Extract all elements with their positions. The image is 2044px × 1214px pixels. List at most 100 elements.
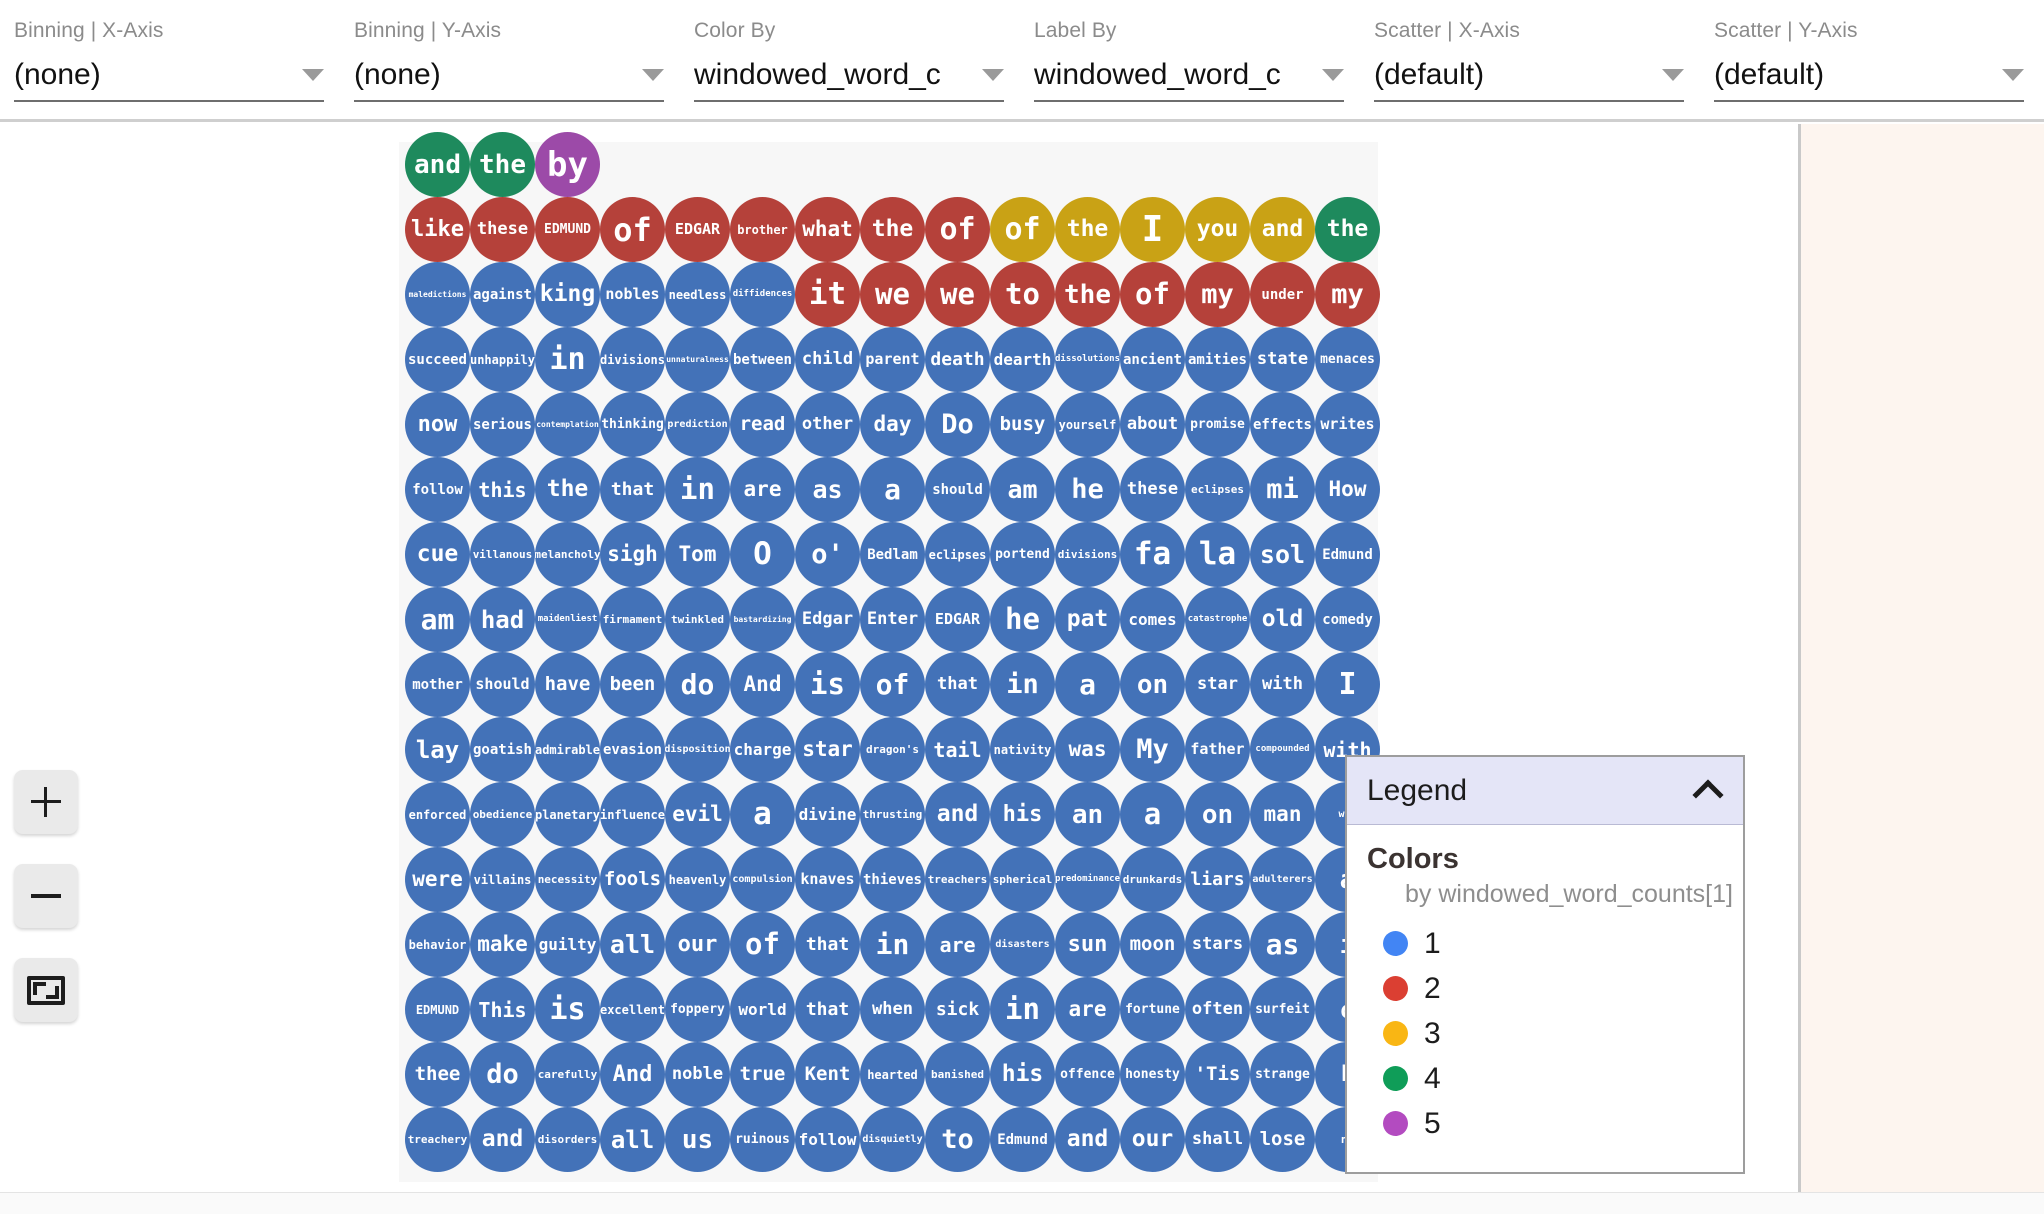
bubble-node[interactable]: spherical [990, 847, 1055, 912]
dropdown-control[interactable]: windowed_word_c [694, 50, 1004, 102]
bubble-node[interactable]: thee [405, 1042, 470, 1107]
bubble-node[interactable]: tail [925, 717, 990, 782]
bubble-node[interactable]: Kent [795, 1042, 860, 1107]
bubble-node[interactable]: that [600, 457, 665, 522]
bubble-node[interactable]: fa [1120, 522, 1185, 587]
legend-header[interactable]: Legend [1347, 757, 1743, 825]
bubble-node[interactable]: old [1250, 587, 1315, 652]
bubble-node[interactable]: his [990, 782, 1055, 847]
dropdown-color-by[interactable]: Color By windowed_word_c [680, 18, 1020, 102]
bubble-node[interactable]: of [990, 197, 1055, 262]
bubble-node[interactable]: contemplation [535, 392, 600, 457]
bubble-node[interactable]: guilty [535, 912, 600, 977]
bubble-node[interactable]: all [600, 1107, 665, 1172]
bubble-node[interactable]: moon [1120, 912, 1185, 977]
bubble-node[interactable]: star [795, 717, 860, 782]
bubble-node[interactable]: in [535, 327, 600, 392]
bubble-node[interactable]: mi [1250, 457, 1315, 522]
bubble-node[interactable]: these [1120, 457, 1185, 522]
bubble-node[interactable]: do [470, 1042, 535, 1107]
bubble-node[interactable]: nativity [990, 717, 1055, 782]
bubble-node[interactable]: the [470, 132, 535, 197]
bubble-node[interactable]: an [1055, 782, 1120, 847]
bubble-node[interactable]: EDGAR [665, 197, 730, 262]
bubble-node[interactable]: lay [405, 717, 470, 782]
bubble-node[interactable]: divine [795, 782, 860, 847]
bubble-node[interactable]: Bedlam [860, 522, 925, 587]
legend-panel[interactable]: Legend Colors by windowed_word_counts[1]… [1345, 755, 1745, 1174]
bubble-node[interactable]: the [1315, 197, 1380, 262]
dropdown-control[interactable]: (default) [1714, 50, 2024, 102]
bubble-node[interactable]: world [730, 977, 795, 1042]
bubble-node[interactable]: mother [405, 652, 470, 717]
bubble-node[interactable]: on [1120, 652, 1185, 717]
bubble-node[interactable]: when [860, 977, 925, 1042]
bubble-node[interactable]: firmament [600, 587, 665, 652]
bubble-node[interactable]: as [795, 457, 860, 522]
bubble-node[interactable]: stars [1185, 912, 1250, 977]
bubble-node[interactable]: obedience [470, 782, 535, 847]
bubble-node[interactable]: this [470, 457, 535, 522]
bubble-node[interactable]: have [535, 652, 600, 717]
bubble-node[interactable]: and [1250, 197, 1315, 262]
bubble-node[interactable]: divisions [600, 327, 665, 392]
bubble-node[interactable]: you [1185, 197, 1250, 262]
bubble-node[interactable]: divisions [1055, 522, 1120, 587]
dropdown-label-by[interactable]: Label By windowed_word_c [1020, 18, 1360, 102]
bubble-node[interactable]: he [1055, 457, 1120, 522]
bubble-node[interactable]: father [1185, 717, 1250, 782]
dropdown-control[interactable]: windowed_word_c [1034, 50, 1344, 102]
bubble-node[interactable]: banished [925, 1042, 990, 1107]
bubble-node[interactable]: a [860, 457, 925, 522]
bubble-node[interactable]: influence [600, 782, 665, 847]
bubble-node[interactable]: fools [600, 847, 665, 912]
bubble-node[interactable]: disasters [990, 912, 1055, 977]
legend-item[interactable]: 1 [1367, 921, 1723, 966]
bubble-node[interactable]: lose [1250, 1107, 1315, 1172]
bubble-node[interactable]: man [1250, 782, 1315, 847]
bubble-node[interactable]: read [730, 392, 795, 457]
bubble-node[interactable]: child [795, 327, 860, 392]
bubble-node[interactable]: twinkled [665, 587, 730, 652]
bubble-node[interactable]: pat [1055, 587, 1120, 652]
bubble-node[interactable]: disorders [535, 1107, 600, 1172]
bubble-node[interactable]: I [1120, 197, 1185, 262]
bubble-node[interactable]: thinking [600, 392, 665, 457]
bubble-node[interactable]: And [730, 652, 795, 717]
bubble-node[interactable]: thrusting [860, 782, 925, 847]
bubble-node[interactable]: busy [990, 392, 1055, 457]
bubble-node[interactable]: a [730, 782, 795, 847]
bubble-node[interactable]: it [795, 262, 860, 327]
bubble-node[interactable]: Edmund [1315, 522, 1380, 587]
bubble-node[interactable]: that [925, 652, 990, 717]
bubble-node[interactable]: heavenly [665, 847, 730, 912]
bubble-node[interactable]: offence [1055, 1042, 1120, 1107]
bubble-node[interactable]: with [1250, 652, 1315, 717]
bubble-node[interactable]: amities [1185, 327, 1250, 392]
bubble-node[interactable]: catastrophe [1185, 587, 1250, 652]
bubble-node[interactable]: shall [1185, 1107, 1250, 1172]
bubble-node[interactable]: a [1120, 782, 1185, 847]
bubble-node[interactable]: comedy [1315, 587, 1380, 652]
bubble-node[interactable]: had [470, 587, 535, 652]
bubble-node[interactable]: This [470, 977, 535, 1042]
bubble-node[interactable]: foppery [665, 977, 730, 1042]
bubble-node[interactable]: that [795, 977, 860, 1042]
bubble-node[interactable]: are [730, 457, 795, 522]
bubble-node[interactable]: disquietly [860, 1107, 925, 1172]
bubble-node[interactable]: us [665, 1107, 730, 1172]
bubble-node[interactable]: in [990, 652, 1055, 717]
bubble-node[interactable]: of [600, 197, 665, 262]
chevron-up-icon[interactable] [1692, 778, 1724, 811]
chevron-down-icon[interactable] [982, 69, 1004, 81]
bubble-node[interactable]: true [730, 1042, 795, 1107]
bubble-node[interactable]: excellent [600, 977, 665, 1042]
bubble-node[interactable]: star [1185, 652, 1250, 717]
bubble-node[interactable]: on [1185, 782, 1250, 847]
bubble-node[interactable]: is [795, 652, 860, 717]
bubble-node[interactable]: And [600, 1042, 665, 1107]
bubble-node[interactable]: about [1120, 392, 1185, 457]
bubble-node[interactable]: evil [665, 782, 730, 847]
bubble-node[interactable]: of [1120, 262, 1185, 327]
